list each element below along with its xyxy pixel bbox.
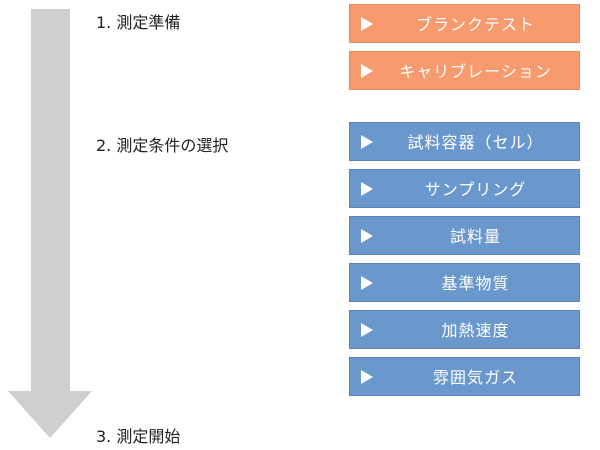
sample-amount-button[interactable]: 試料量: [349, 216, 580, 255]
blank-test-label: ブランクテスト: [415, 15, 535, 34]
play-icon: [361, 135, 373, 149]
flow-arrow: [8, 9, 92, 438]
play-icon: [361, 276, 373, 290]
play-icon: [361, 182, 373, 196]
sampling-button[interactable]: サンプリング: [349, 169, 580, 208]
sample-container-label: 試料容器（セル）: [407, 133, 544, 152]
atmosphere-gas-label: 雰囲気ガス: [432, 368, 518, 387]
play-icon: [361, 64, 373, 78]
flow-arrow-shape: [8, 9, 92, 438]
sampling-label: サンプリング: [424, 180, 527, 199]
reference-material-button[interactable]: 基準物質: [349, 263, 580, 302]
atmosphere-gas-button[interactable]: 雰囲気ガス: [349, 357, 580, 396]
play-icon: [361, 323, 373, 337]
heating-rate-button[interactable]: 加熱速度: [349, 310, 580, 349]
step-1-label: 1. 測定準備: [96, 13, 181, 32]
step-3-label: 3. 測定開始: [96, 427, 181, 446]
sample-container-button[interactable]: 試料容器（セル）: [349, 122, 580, 161]
play-icon: [361, 17, 373, 31]
calibration-label: キャリブレーション: [399, 62, 552, 81]
sample-amount-label: 試料量: [449, 227, 501, 246]
calibration-button[interactable]: キャリブレーション: [349, 51, 580, 90]
play-icon: [361, 370, 373, 384]
heating-rate-label: 加熱速度: [441, 321, 510, 340]
play-icon: [361, 229, 373, 243]
blank-test-button[interactable]: ブランクテスト: [349, 4, 580, 43]
reference-material-label: 基準物質: [441, 274, 510, 293]
step-2-label: 2. 測定条件の選択: [96, 136, 229, 155]
